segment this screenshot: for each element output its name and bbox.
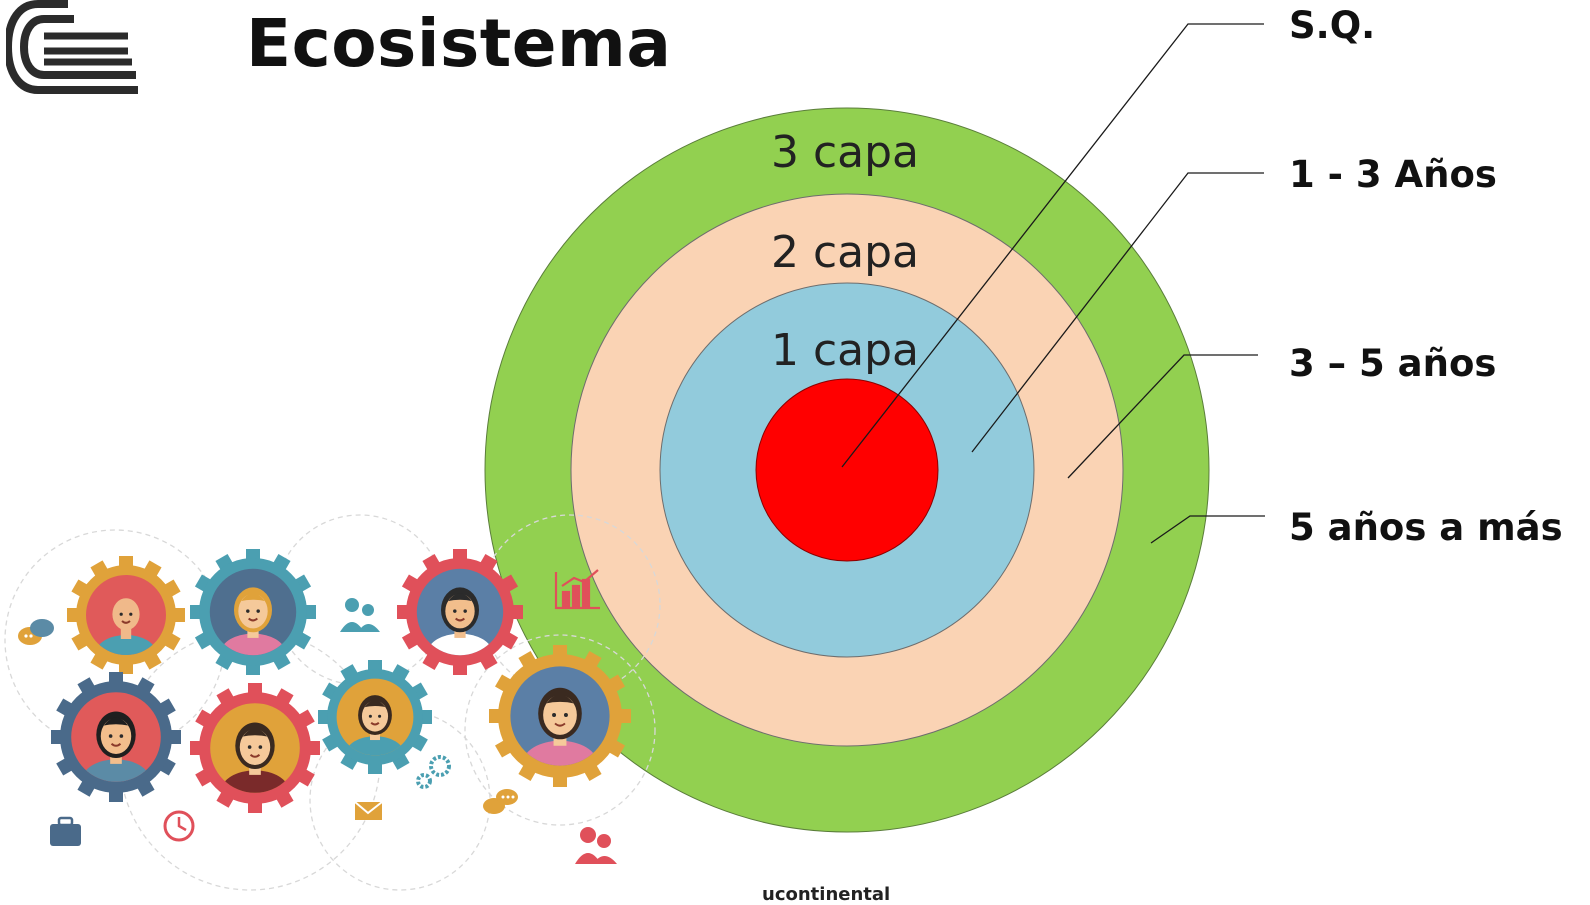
chat-icon: [18, 619, 54, 645]
legend-5-anos-a-mas: 5 años a más: [1289, 506, 1563, 549]
gear-avatar-curly-hair-person: [51, 672, 181, 802]
chat-icon: [483, 789, 518, 814]
footer-brand: ucontinental: [762, 884, 890, 905]
gears-icon: [416, 755, 451, 789]
users-icon: [575, 827, 617, 864]
gear-avatar-woman-with-bangs: [489, 645, 631, 787]
clock-icon: [163, 810, 195, 842]
gear-avatar-blonde-woman: [190, 549, 316, 675]
legend-sq: S.Q.: [1289, 4, 1375, 47]
briefcase-icon: [50, 816, 81, 846]
gears-illustration: [51, 549, 631, 813]
ring-core: [755, 378, 939, 562]
leader-line-sq: [841, 23, 1264, 468]
gear-avatar-girl: [318, 660, 432, 774]
chart-icon: [554, 569, 600, 610]
leader-line-1-3: [971, 172, 1264, 453]
ring-label-3: 3 capa: [771, 127, 919, 178]
page-title: Ecosistema: [246, 5, 672, 82]
users-icon: [340, 598, 380, 632]
mail-icon: [354, 801, 383, 820]
gear-avatar-man: [190, 683, 320, 813]
continental-logo: [6, 0, 138, 94]
leader-line-5-plus: [1150, 515, 1265, 544]
ring-label-1: 1 capa: [771, 325, 919, 376]
leader-lines: [841, 23, 1265, 544]
gear-avatar-bald-man: [67, 556, 185, 674]
legend-3-5-anos: 3 – 5 años: [1289, 342, 1496, 385]
gear-avatar-man: [397, 549, 523, 675]
legend-1-3-anos: 1 - 3 Años: [1289, 153, 1497, 196]
ring-label-2: 2 capa: [771, 227, 919, 278]
leader-line-3-5: [1067, 354, 1258, 479]
